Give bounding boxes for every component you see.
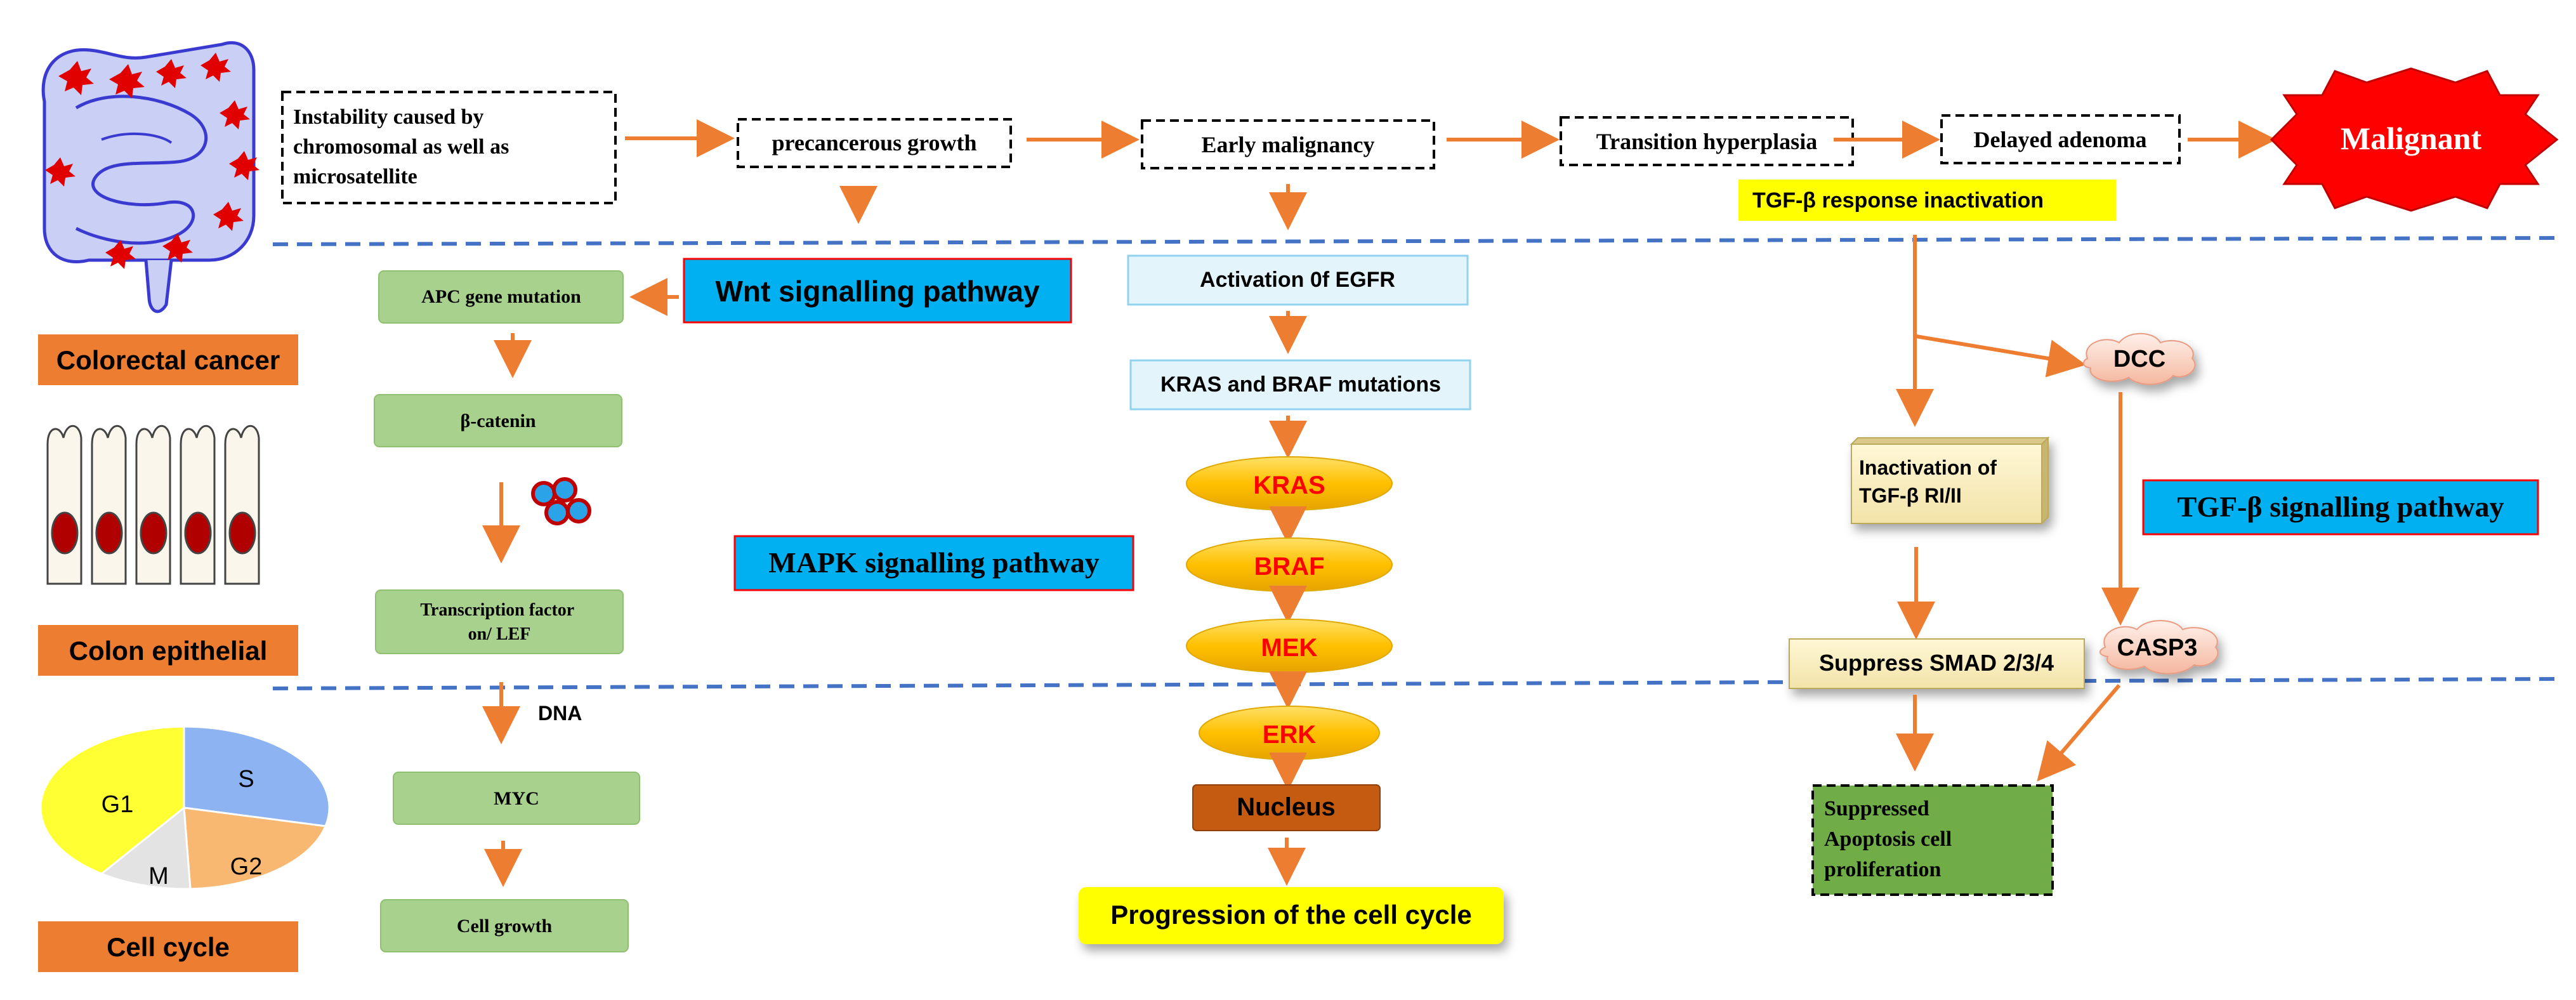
wnt-title: Wnt signalling pathway bbox=[715, 275, 1040, 308]
stage-transition-text: Transition hyperplasia bbox=[1596, 129, 1817, 154]
separator-bottom bbox=[272, 677, 2558, 690]
smad-text: Suppress SMAD 2/3/4 bbox=[1819, 650, 2054, 676]
kras-braf-box bbox=[1129, 359, 1471, 411]
malignant-star bbox=[2270, 67, 2559, 212]
casp3-shape bbox=[2099, 620, 2219, 674]
pie-label-g2: G2 bbox=[230, 853, 263, 880]
colon-illustration bbox=[41, 41, 260, 313]
smad-box bbox=[1789, 638, 2085, 689]
arrow bbox=[1916, 334, 2086, 378]
inactivation-text: Inactivation of TGF-β RI/II bbox=[1859, 456, 2002, 507]
kras-braf-text: KRAS and BRAF mutations bbox=[1160, 372, 1441, 397]
stage-instability-text: Instability caused by chromosomal as wel… bbox=[293, 105, 515, 188]
mek-text: MEK bbox=[1261, 634, 1318, 662]
cell-growth-text: Cell growth bbox=[457, 916, 553, 937]
cell-cycle-label-box bbox=[38, 921, 298, 972]
cell-growth-box bbox=[380, 899, 629, 952]
stage-delayed-box bbox=[1940, 114, 2181, 164]
myc-text: MYC bbox=[494, 788, 539, 809]
pie-label-s: S bbox=[238, 766, 254, 793]
separator-top bbox=[272, 236, 2558, 246]
pie-slice-s bbox=[183, 725, 331, 827]
colorectal-label-box bbox=[38, 334, 298, 385]
dcc-shape bbox=[2082, 332, 2196, 385]
stage-precancerous-box bbox=[737, 118, 1012, 168]
suppressed-box bbox=[1811, 784, 2054, 896]
stage-precancerous-text: precancerous growth bbox=[772, 130, 977, 155]
inactivation-box bbox=[1850, 436, 2050, 525]
colon-epithelial-label-box bbox=[38, 625, 298, 676]
colon-epithelial-label: Colon epithelial bbox=[69, 636, 268, 666]
mapk-title-box bbox=[733, 535, 1134, 591]
myc-box bbox=[393, 772, 640, 825]
progression-text: Progression of the cell cycle bbox=[1110, 900, 1472, 930]
suppressed-text: Suppressed Apoptosis cell proliferation bbox=[1824, 797, 1957, 881]
pie-slice-g2 bbox=[183, 806, 327, 890]
progression-box bbox=[1079, 887, 1504, 944]
erk-text: ERK bbox=[1263, 721, 1317, 749]
transcription-factor-text: Transcription factor on/ LEF bbox=[420, 600, 578, 644]
beta-catenin-text: β-catenin bbox=[460, 411, 536, 431]
apc-text: APC gene mutation bbox=[421, 286, 581, 307]
nucleus-box bbox=[1192, 784, 1381, 831]
colorectal-label: Colorectal cancer bbox=[56, 345, 280, 375]
transcription-factor-box bbox=[375, 589, 624, 654]
casp3-text: CASP3 bbox=[2117, 635, 2198, 661]
braf-text: BRAF bbox=[1254, 553, 1324, 581]
epithelial-cells-illustration bbox=[46, 424, 260, 585]
beta-catenin-molecules bbox=[531, 477, 591, 525]
mapk-title: MAPK signalling pathway bbox=[768, 546, 1099, 579]
tgf-title-box bbox=[2142, 479, 2539, 536]
stage-early-box bbox=[1141, 119, 1435, 169]
stage-delayed-text: Delayed adenoma bbox=[1974, 127, 2147, 152]
egfr-box bbox=[1127, 254, 1469, 306]
kras-text: KRAS bbox=[1253, 471, 1325, 499]
wnt-title-box bbox=[683, 258, 1072, 324]
egfr-text: Activation 0f EGFR bbox=[1200, 268, 1395, 292]
malignant-text: Malignant bbox=[2341, 121, 2482, 156]
pie-slice-m bbox=[100, 806, 192, 890]
dna-label: DNA bbox=[538, 702, 582, 725]
stage-instability-box bbox=[281, 91, 617, 204]
nucleus-text: Nucleus bbox=[1237, 793, 1336, 821]
tgf-response-text: TGF-β response inactivation bbox=[1752, 188, 2044, 213]
dcc-text: DCC bbox=[2113, 346, 2165, 372]
arrow bbox=[2037, 684, 2121, 782]
tgf-title: TGF-β signalling pathway bbox=[2177, 490, 2504, 523]
pie-label-m: M bbox=[148, 863, 169, 890]
beta-catenin-box bbox=[374, 394, 622, 447]
apc-box bbox=[378, 270, 624, 324]
stage-early-text: Early malignancy bbox=[1201, 132, 1374, 157]
pie-label-g1: G1 bbox=[102, 791, 134, 818]
tgf-response-box bbox=[1738, 180, 2116, 221]
cell-cycle-pie bbox=[39, 725, 331, 890]
pie-slice-g1 bbox=[39, 725, 185, 875]
cell-cycle-label: Cell cycle bbox=[107, 932, 230, 962]
